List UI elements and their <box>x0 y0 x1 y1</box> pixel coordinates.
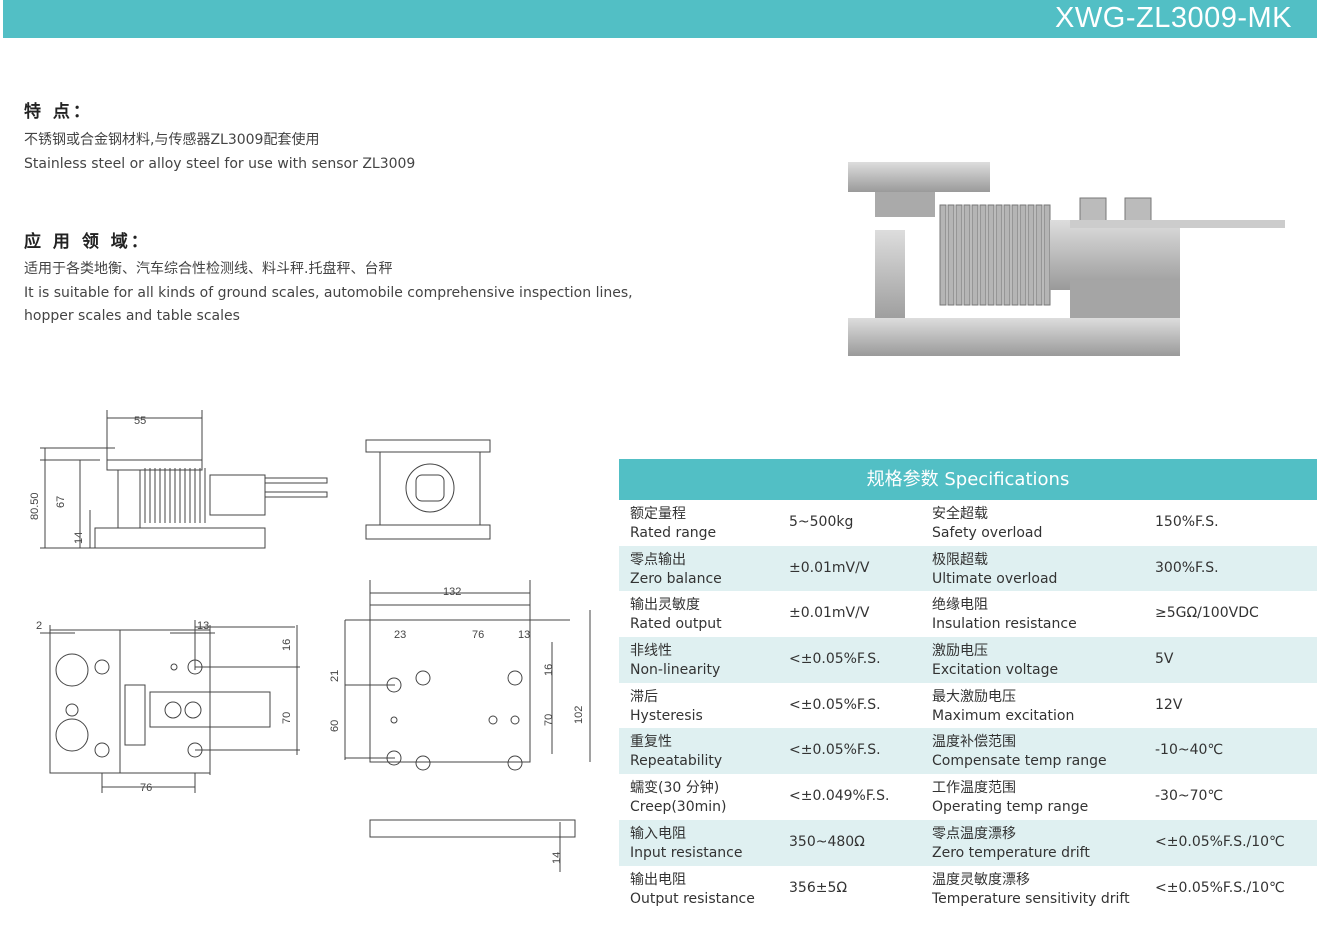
param-name-en: Output resistance <box>630 890 755 907</box>
param-name-en: Repeatability <box>630 753 723 770</box>
param-name-cn: 滞后 <box>630 688 658 705</box>
param-value: 5V <box>1155 651 1174 668</box>
dim-14-side: 14 <box>73 532 85 544</box>
param-name-cn: 极限超载 <box>932 551 988 568</box>
spec-row: 输出灵敏度 Rated output ±0.01mV/V 绝缘电阻 Insulation… <box>619 591 1317 637</box>
param-value: 12V <box>1155 696 1183 713</box>
param-value: 356±5Ω <box>789 879 848 896</box>
param-value: <±0.05%F.S. <box>789 651 881 668</box>
param-name-en: Maximum excitation <box>932 707 1075 724</box>
param-name-en: Operating temp range <box>932 799 1089 816</box>
features-cn: 不锈钢或合金钢材料,与传感器ZL3009配套使用 <box>24 132 320 148</box>
param-value: -30~70℃ <box>1155 788 1224 805</box>
param-name-cn: 绝缘电阻 <box>932 597 988 614</box>
param-name-cn: 蠕变(30 分钟) <box>630 780 720 797</box>
param-value: 150%F.S. <box>1155 514 1219 530</box>
param-name-cn: 重复性 <box>630 734 672 751</box>
param-name-cn: 输出电阻 <box>630 871 686 888</box>
spec-row: 重复性 Repeatability <±0.05%F.S. 温度补偿范围 Compens… <box>619 728 1317 775</box>
spec-row: 蠕变(30 分钟) Creep(30min) <±0.049%F.S. 工作温度范围 O… <box>619 774 1317 820</box>
param-value: 5~500kg <box>789 514 854 530</box>
dim-14-base: 14 <box>551 852 563 864</box>
param-name-en: Safety overload <box>932 525 1043 541</box>
dim-60: 60 <box>329 720 341 732</box>
param-name-en: Zero temperature drift <box>932 844 1090 861</box>
features-heading: 特 点： <box>24 102 93 122</box>
param-name-cn: 零点温度漂移 <box>932 825 1016 842</box>
param-name-cn: 额定量程 <box>630 506 686 522</box>
param-name-cn: 零点输出 <box>630 551 686 568</box>
application-heading: 应 用 领 域： <box>24 232 151 252</box>
param-name-en: Excitation voltage <box>932 662 1059 679</box>
param-value: <±0.049%F.S. <box>789 788 890 805</box>
dim-80-50: 80.50 <box>29 492 41 520</box>
dim-132: 132 <box>443 586 461 598</box>
specifications-title: 规格参数 Specifications <box>619 459 1317 500</box>
param-name-cn: 非线性 <box>630 643 672 660</box>
application-en-1: It is suitable for all kinds of ground s… <box>24 285 633 301</box>
dim-70-base: 70 <box>543 714 555 726</box>
spec-row: 非线性 Non-linearity <±0.05%F.S. 激励电压 Excitatio… <box>619 637 1317 683</box>
param-name-en: Rated range <box>630 525 717 541</box>
dim-102: 102 <box>573 706 585 724</box>
param-value: ≥5GΩ/100VDC <box>1155 605 1259 622</box>
model-title: XWG-ZL3009-MK <box>1055 2 1292 34</box>
spec-row: 输入电阻 Input resistance 350~480Ω 零点温度漂移 Zero t… <box>619 819 1317 866</box>
spec-row: 零点输出 Zero balance ±0.01mV/V 极限超载 Ultimate ov… <box>619 545 1317 592</box>
spec-row: 额定量程 Rated range 5~500kg 安全超载 Safety overloa… <box>619 500 1317 546</box>
spec-row: 输出电阻 Output resistance 356±5Ω 温度灵敏度漂移 Temper… <box>619 866 1317 912</box>
param-name-cn: 激励电压 <box>932 643 988 660</box>
param-value: <±0.05%F.S. <box>789 742 881 759</box>
technical-drawings: 55 80.50 67 14 2 13 16 70 76 132 23 76 1… <box>29 410 591 872</box>
product-photo <box>848 162 1285 356</box>
dim-55: 55 <box>134 415 146 427</box>
dim-76-base: 76 <box>472 629 484 641</box>
param-name-en: Insulation resistance <box>932 616 1077 633</box>
param-value: 350~480Ω <box>789 833 865 850</box>
param-name-cn: 温度补偿范围 <box>932 734 1016 751</box>
param-value: ±0.01mV/V <box>789 605 870 622</box>
dim-76-top: 76 <box>140 782 152 794</box>
param-name-en: Compensate temp range <box>932 753 1107 770</box>
param-name-cn: 最大激励电压 <box>932 688 1016 705</box>
param-name-cn: 输入电阻 <box>630 825 686 842</box>
application-cn: 适用于各类地衡、汽车综合性检测线、料斗秤.托盘秤、台秤 <box>24 261 393 277</box>
param-name-cn: 安全超载 <box>932 506 988 522</box>
param-name-en: Ultimate overload <box>932 570 1058 587</box>
param-name-en: Rated output <box>630 616 722 633</box>
spec-row: 滞后 Hysteresis <±0.05%F.S. 最大激励电压 Maximum exc… <box>619 683 1317 729</box>
param-name-cn: 工作温度范围 <box>932 780 1016 797</box>
dim-16-top: 16 <box>281 639 293 651</box>
param-name-en: Hysteresis <box>630 707 703 724</box>
dim-70-top: 70 <box>281 712 293 724</box>
application-en-2: hopper scales and table scales <box>24 308 240 324</box>
dim-13-top: 13 <box>197 620 209 632</box>
param-name-en: Creep(30min) <box>630 799 727 816</box>
param-name-en: Input resistance <box>630 844 743 861</box>
param-name-cn: 温度灵敏度漂移 <box>932 871 1030 888</box>
header-bar: XWG-ZL3009-MK <box>3 0 1317 38</box>
dim-21: 21 <box>329 670 341 682</box>
dim-23: 23 <box>394 629 406 641</box>
param-value: <±0.05%F.S./10℃ <box>1155 879 1285 896</box>
specifications-table: 规格参数 Specifications 额定量程 Rated range 5~500… <box>619 459 1317 911</box>
dim-2: 2 <box>36 620 42 632</box>
dim-16-base: 16 <box>543 664 555 676</box>
param-name-en: Non-linearity <box>630 662 721 679</box>
features-en: Stainless steel or alloy steel for use w… <box>24 156 416 172</box>
param-value: ±0.01mV/V <box>789 559 870 576</box>
dim-13-base: 13 <box>518 629 530 641</box>
param-value: <±0.05%F.S./10℃ <box>1155 833 1285 850</box>
param-name-cn: 输出灵敏度 <box>630 597 700 614</box>
dim-67: 67 <box>55 496 67 508</box>
param-value: -10~40℃ <box>1155 742 1224 759</box>
param-value: <±0.05%F.S. <box>789 696 881 713</box>
param-name-en: Temperature sensitivity drift <box>932 890 1130 907</box>
param-value: 300%F.S. <box>1155 559 1219 576</box>
param-name-en: Zero balance <box>630 570 722 587</box>
